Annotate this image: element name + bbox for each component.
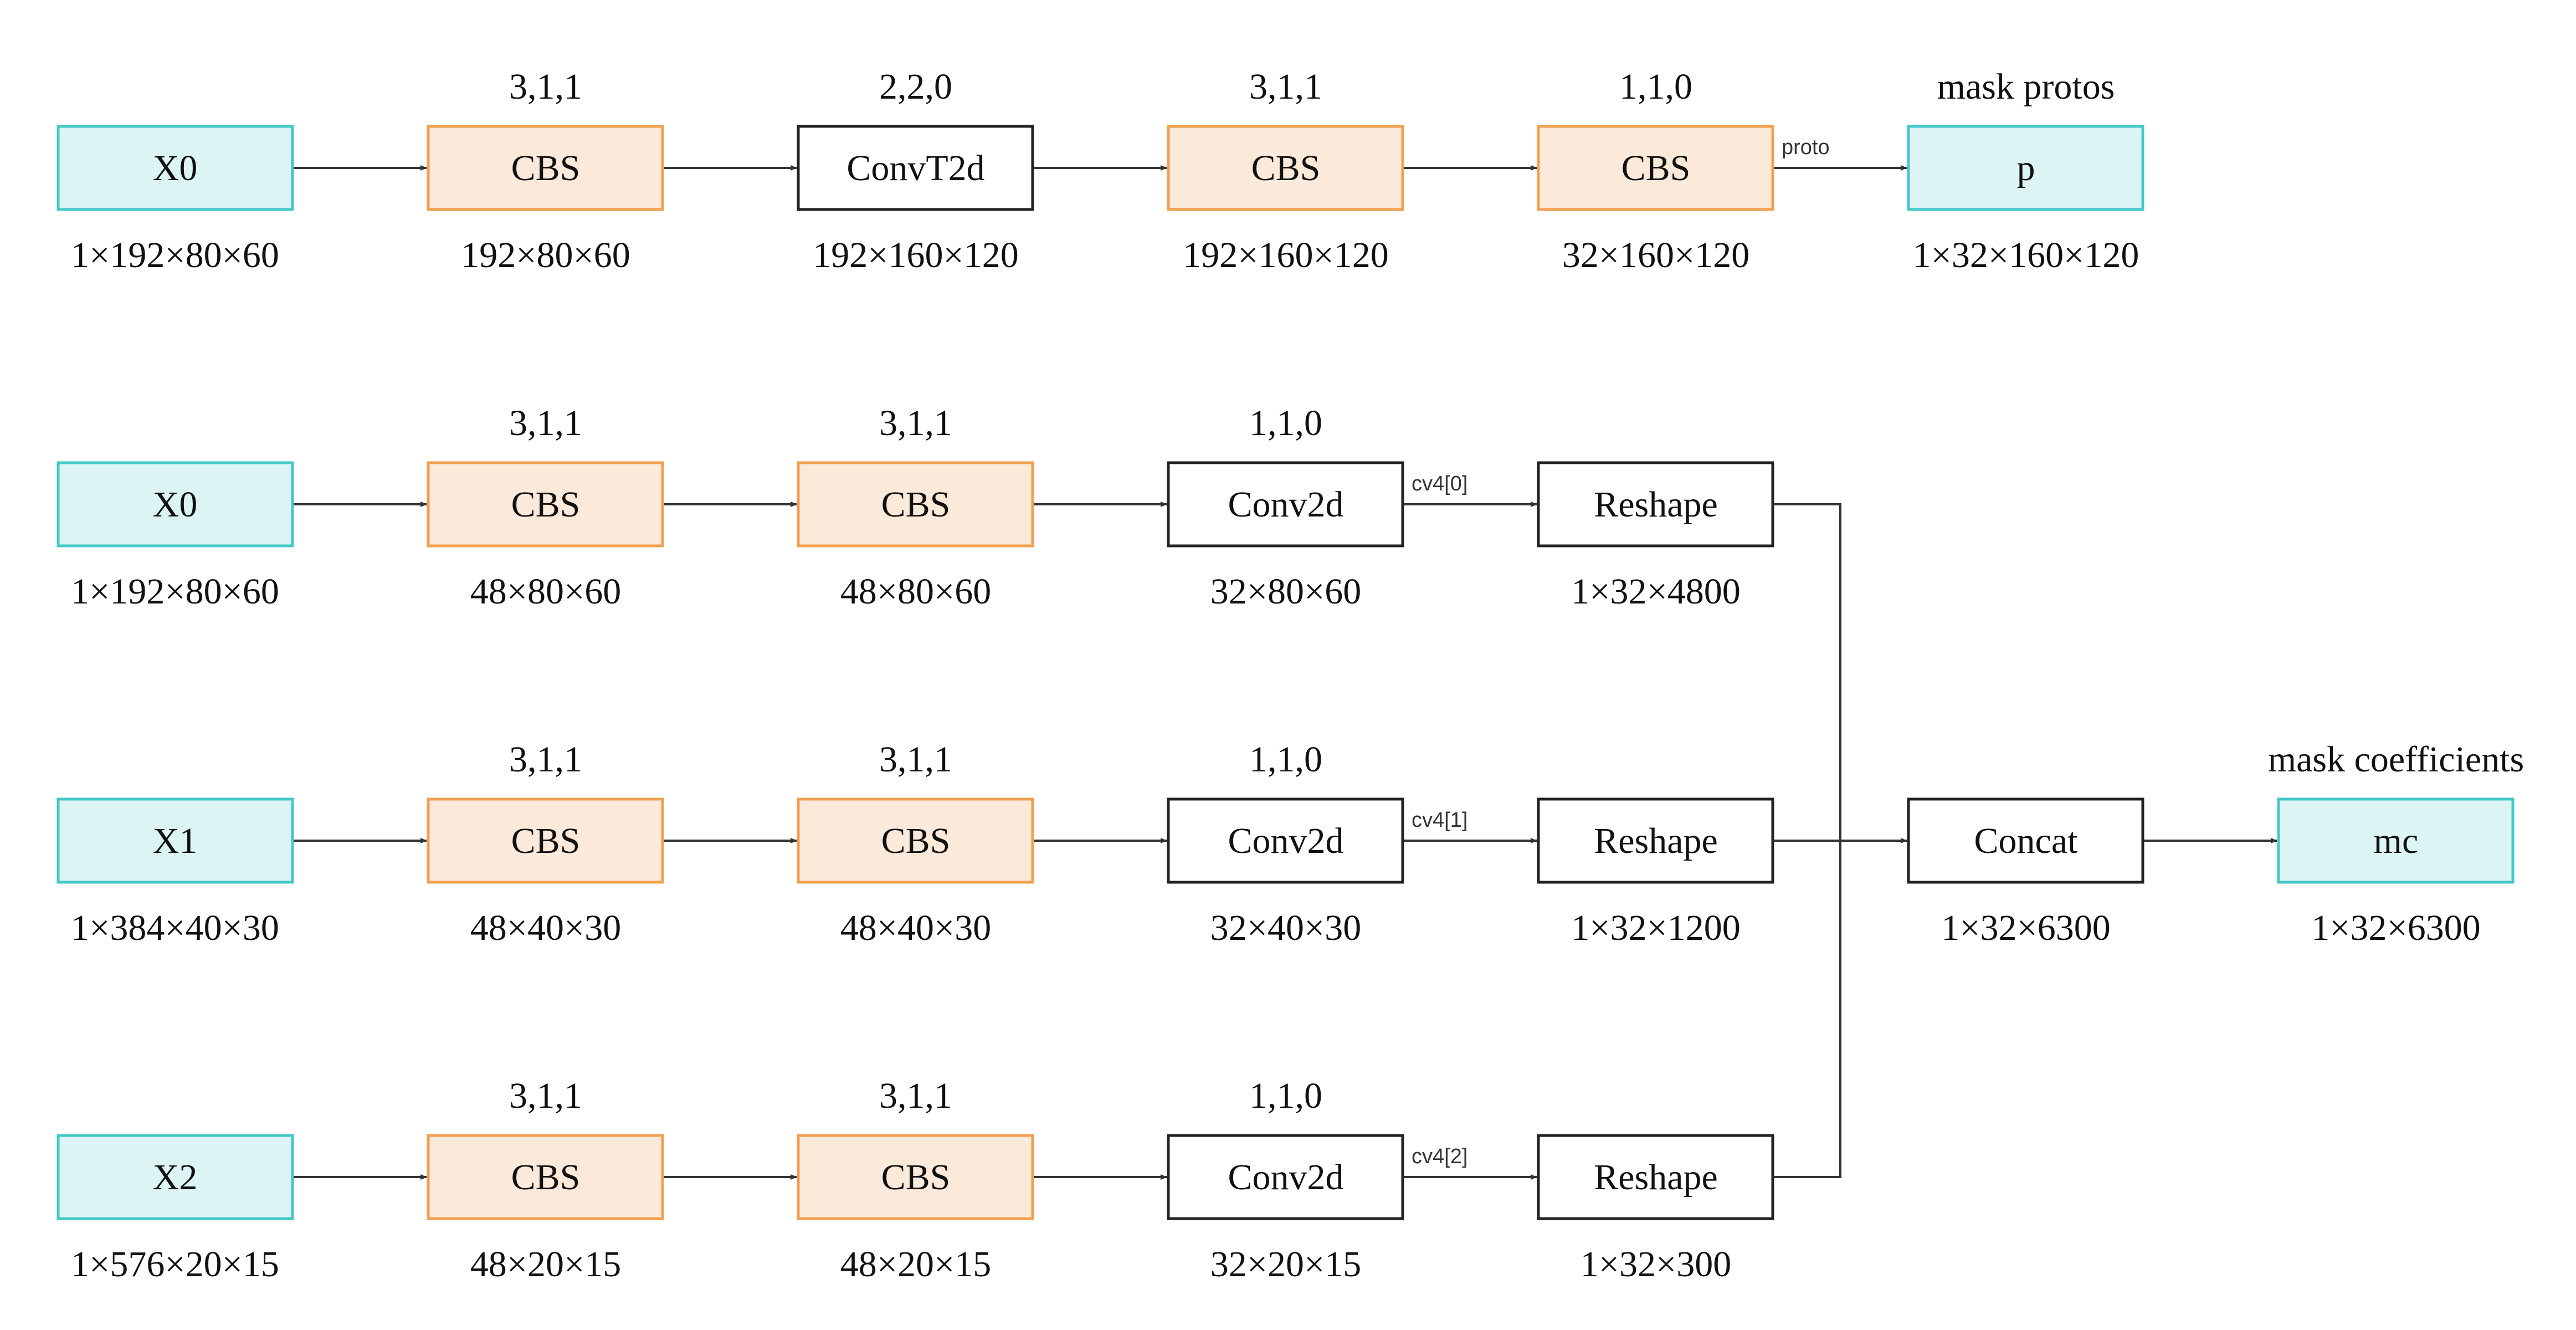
shape-label: 48×20×15 <box>840 1244 991 1285</box>
output-node-p: mask protos p 1×32×160×120 <box>1907 66 2144 275</box>
param-label: 3,1,1 <box>509 1076 582 1116</box>
node-label: CBS <box>881 484 951 525</box>
edge-label-proto: proto <box>1782 136 1830 159</box>
concat-node: Concat 1×32×6300 <box>1907 797 2144 948</box>
shape-label: 48×20×15 <box>470 1244 621 1285</box>
shape-label: 1×32×300 <box>1581 1244 1731 1285</box>
shape-label: 1×192×80×60 <box>71 235 279 275</box>
param-label: 3,1,1 <box>879 1076 952 1116</box>
node-label: Conv2d <box>1228 484 1343 525</box>
shape-label: 32×40×30 <box>1210 908 1361 948</box>
shape-label: 1×32×6300 <box>2311 908 2480 948</box>
param-label: 2,2,0 <box>879 66 952 107</box>
shape-label: 32×20×15 <box>1210 1244 1361 1285</box>
output-title: mask coefficients <box>2268 739 2524 780</box>
convt2d-node: 2,2,0 ConvT2d 192×160×120 <box>797 66 1034 275</box>
cbs-node: 3,1,1 CBS 192×80×60 <box>427 66 664 275</box>
conv2d-node: 1,1,0 Conv2d 32×40×30 <box>1167 739 1404 948</box>
shape-label: 1×384×40×30 <box>71 908 279 948</box>
node-label: Reshape <box>1594 821 1718 861</box>
edge-label-cv4-0: cv4[0] <box>1412 472 1467 495</box>
param-label: 1,1,0 <box>1249 1076 1322 1116</box>
cbs-node: 3,1,1 CBS 48×80×60 <box>797 403 1034 612</box>
connector-reshape0 <box>1773 503 1841 841</box>
cbs-node: 1,1,0 CBS 32×160×120 <box>1537 66 1774 275</box>
cbs-node: 3,1,1 CBS 192×160×120 <box>1167 66 1404 275</box>
node-label: X2 <box>153 1157 198 1198</box>
node-label: CBS <box>881 821 951 861</box>
node-label: CBS <box>511 484 581 525</box>
node-label: mc <box>2374 821 2419 861</box>
input-node-x1: X1 1×384×40×30 <box>57 797 294 948</box>
edge-label-cv4-1: cv4[1] <box>1412 809 1467 832</box>
shape-label: 192×160×120 <box>1183 235 1388 275</box>
param-label: 3,1,1 <box>879 403 952 443</box>
merge-connectors <box>1773 503 2277 1178</box>
node-label: Conv2d <box>1228 821 1343 861</box>
shape-label: 192×160×120 <box>813 235 1018 275</box>
proto-branch: proto X0 1×192×80×60 3,1,1 CBS 192×80×60… <box>57 66 2144 275</box>
node-label: Conv2d <box>1228 1157 1343 1198</box>
node-label: X1 <box>153 821 198 861</box>
node-label: X0 <box>153 484 198 525</box>
node-label: p <box>2017 148 2035 188</box>
node-label: CBS <box>511 148 581 188</box>
cbs-node: 3,1,1 CBS 48×20×15 <box>427 1076 664 1285</box>
node-label: CBS <box>881 1157 951 1198</box>
output-node-mc: mask coefficients mc 1×32×6300 <box>2268 739 2524 948</box>
shape-label: 1×32×160×120 <box>1913 235 2139 275</box>
shape-label: 1×576×20×15 <box>71 1244 279 1285</box>
param-label: 1,1,0 <box>1619 66 1692 107</box>
node-label: Reshape <box>1594 1157 1718 1198</box>
shape-label: 48×80×60 <box>840 571 991 612</box>
node-label: CBS <box>1621 148 1691 188</box>
node-label: CBS <box>511 821 581 861</box>
cbs-node: 3,1,1 CBS 48×40×30 <box>427 739 664 948</box>
param-label: 3,1,1 <box>509 403 582 443</box>
coef-branch-x1: cv4[1] X1 1×384×40×30 3,1,1 CBS 48×40×30… <box>57 739 1774 948</box>
input-node-x0: X0 1×192×80×60 <box>57 461 294 612</box>
coef-branch-x0: cv4[0] X0 1×192×80×60 3,1,1 CBS 48×80×60… <box>57 403 1774 612</box>
shape-label: 48×80×60 <box>470 571 621 612</box>
input-node-x2: X2 1×576×20×15 <box>57 1134 294 1285</box>
node-label: X0 <box>153 148 198 188</box>
cbs-node: 3,1,1 CBS 48×20×15 <box>797 1076 1034 1285</box>
param-label: 1,1,0 <box>1249 739 1322 780</box>
shape-label: 48×40×30 <box>840 908 991 948</box>
conv2d-node: 1,1,0 Conv2d 32×80×60 <box>1167 403 1404 612</box>
param-label: 3,1,1 <box>879 739 952 780</box>
param-label: 3,1,1 <box>509 739 582 780</box>
shape-label: 1×32×6300 <box>1941 908 2110 948</box>
connector-reshape2 <box>1773 841 1841 1178</box>
node-label: CBS <box>511 1157 581 1198</box>
shape-label: 48×40×30 <box>470 908 621 948</box>
coef-branch-x2: cv4[2] X2 1×576×20×15 3,1,1 CBS 48×20×15… <box>57 1076 1774 1285</box>
shape-label: 1×32×4800 <box>1571 571 1740 612</box>
param-label: 3,1,1 <box>509 66 582 107</box>
param-label: 3,1,1 <box>1249 66 1322 107</box>
reshape-node: Reshape 1×32×300 <box>1537 1134 1774 1285</box>
shape-label: 192×80×60 <box>461 235 630 275</box>
shape-label: 1×192×80×60 <box>71 571 279 612</box>
node-label: CBS <box>1251 148 1321 188</box>
param-label: 1,1,0 <box>1249 403 1322 443</box>
input-node-x0: X0 1×192×80×60 <box>57 125 294 275</box>
node-label: Reshape <box>1594 484 1718 525</box>
shape-label: 1×32×1200 <box>1571 908 1740 948</box>
conv2d-node: 1,1,0 Conv2d 32×20×15 <box>1167 1076 1404 1285</box>
node-label: Concat <box>1974 821 2078 861</box>
output-title: mask protos <box>1937 66 2115 107</box>
shape-label: 32×80×60 <box>1210 571 1361 612</box>
node-label: ConvT2d <box>846 148 984 188</box>
reshape-node: Reshape 1×32×4800 <box>1537 461 1774 612</box>
cbs-node: 3,1,1 CBS 48×80×60 <box>427 403 664 612</box>
cbs-node: 3,1,1 CBS 48×40×30 <box>797 739 1034 948</box>
shape-label: 32×160×120 <box>1562 235 1749 275</box>
reshape-node: Reshape 1×32×1200 <box>1537 797 1774 948</box>
edge-label-cv4-2: cv4[2] <box>1412 1145 1467 1168</box>
